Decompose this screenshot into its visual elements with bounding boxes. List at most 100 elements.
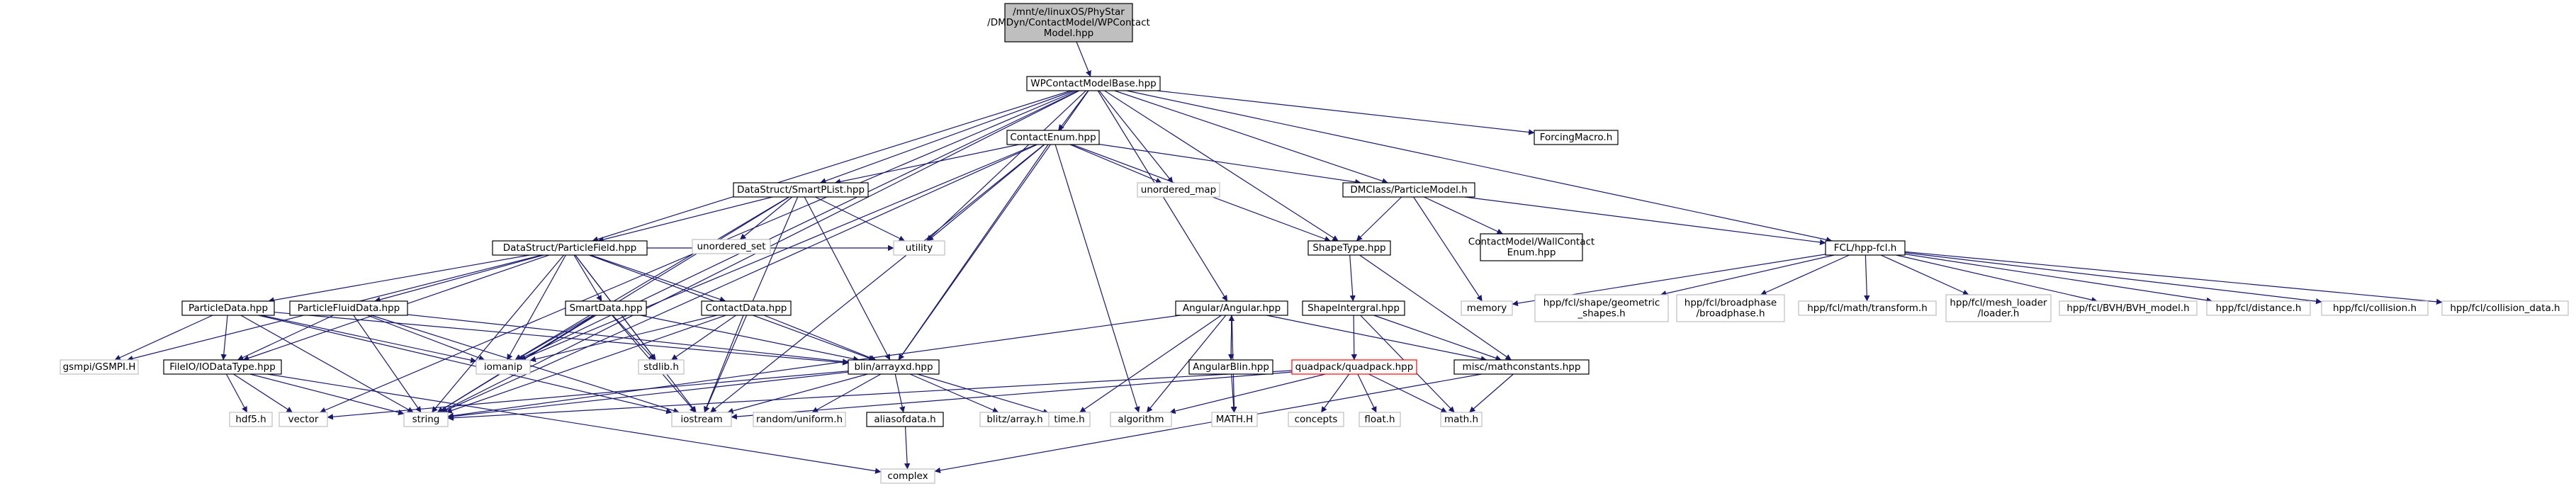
edge-smartplist-to-unordered_set: [739, 196, 793, 240]
node-contactdata[interactable]: ContactData.hpp: [701, 300, 792, 316]
edge-particlefluid-to-iomanip: [367, 315, 485, 361]
node-box-fcl_mesh: [1945, 294, 2052, 322]
node-mathconst[interactable]: misc/mathconstants.hpp: [1453, 359, 1590, 375]
node-label-forcing-line-0: ForcingMacro.h: [1540, 132, 1613, 143]
edge-blitz-to-vector: [327, 371, 849, 420]
node-root[interactable]: /mnt/e/linuxOS/PhyStar/DMDyn/ContactMode…: [987, 3, 1150, 43]
node-label-fcl_transform-line-0: hpp/fcl/math/transform.h: [1807, 303, 1928, 314]
node-particlefield[interactable]: DataStruct/ParticleField.hpp: [492, 240, 648, 256]
node-box-contactenum: [1006, 130, 1100, 145]
node-smartdata[interactable]: SmartData.hpp: [565, 300, 647, 316]
node-shapetype[interactable]: ShapeType.hpp: [1307, 240, 1391, 256]
node-contactenum[interactable]: ContactEnum.hpp: [1006, 130, 1100, 145]
node-smartplist[interactable]: DataStruct/SmartPList.hpp: [733, 182, 869, 198]
node-box-iomanip: [476, 359, 531, 375]
edge-angularblin-to-mathH: [1230, 373, 1237, 413]
node-box-unordered_set: [692, 239, 771, 254]
node-label-shapetype-line-0: ShapeType.hpp: [1312, 242, 1385, 254]
node-label-iostream-line-0: iostream: [680, 414, 722, 425]
node-blitz[interactable]: blin/arrayxd.hpp: [848, 359, 940, 375]
node-label-iomanip-line-0: iomanip: [484, 361, 522, 373]
node-memory: memory: [1461, 300, 1513, 316]
edge-fileio-to-hdf5: [225, 373, 248, 413]
node-box-aliasof: [866, 412, 944, 427]
edge-contactdata-to-stdlib: [671, 315, 736, 361]
node-label-random-line-0: random/uniform.h: [756, 414, 843, 425]
node-quadpack[interactable]: quadpack/quadpack.hpp: [1291, 359, 1417, 375]
edge-smartplist-to-particlefield: [597, 196, 773, 243]
node-box-vector: [279, 412, 328, 427]
edge-smartdata-to-blitz: [640, 315, 860, 362]
node-box-floath: [1359, 412, 1401, 427]
node-box-shapeint: [1302, 300, 1405, 316]
node-stdlib: stdlib.h: [638, 359, 685, 375]
node-angular[interactable]: Angular/Angular.hpp: [1175, 300, 1288, 316]
node-shapeint[interactable]: ShapeIntergral.hpp: [1302, 300, 1405, 316]
edge-mathconst-to-complex: [934, 373, 1482, 473]
edge-contactenum-to-utility: [927, 144, 1045, 242]
node-box-concepts: [1288, 412, 1344, 427]
node-box-fcl_shape: [1534, 294, 1669, 322]
node-box-fcl_bvh: [2059, 300, 2198, 316]
edge-shapeint-to-mathconst: [1373, 315, 1502, 361]
node-label-aliasof-line-0: aliasofdata.h: [874, 414, 935, 425]
node-fcl_collision_data: hpp/fcl/collision_data.h: [2441, 300, 2569, 316]
edge-particlemodel-to-fclhpp: [1464, 196, 1826, 246]
edge-contactenum-to-iomanip: [519, 144, 1037, 361]
node-label-fileio-line-0: FileIO/IODataType.hpp: [169, 361, 276, 373]
edge-particlefield-to-particlefluid: [374, 254, 544, 303]
node-label-stdlib-line-0: stdlib.h: [643, 361, 679, 373]
edge-fclhpp-to-fcl_distance: [1904, 254, 2213, 303]
node-label-particlefluid-line-0: ParticleFluidData.hpp: [298, 303, 400, 314]
node-label-mathH-line-0: MATH.H: [1216, 414, 1253, 425]
node-label-fcl_collision_data-line-0: hpp/fcl/collision_data.h: [2450, 303, 2560, 314]
node-angularblin[interactable]: AngularBlin.hpp: [1188, 359, 1273, 375]
node-aliasof[interactable]: aliasofdata.h: [866, 412, 944, 427]
edge-aliasof-to-complex: [904, 426, 911, 470]
edge-quadpack-to-floath: [1357, 373, 1377, 413]
node-string: string: [403, 412, 449, 427]
node-fcl_collision: hpp/fcl/collision.h: [2321, 300, 2429, 316]
edge-particledata-to-fileio: [220, 315, 228, 361]
node-forcing[interactable]: ForcingMacro.h: [1534, 130, 1619, 145]
edge-contactdata-to-string: [446, 315, 726, 414]
node-label-memory-line-0: memory: [1467, 303, 1507, 314]
edge-particlefield-to-iostream: [575, 254, 697, 413]
edge-contactdata-to-iomanip: [529, 315, 717, 363]
edge-contactenum-to-string: [441, 144, 1038, 413]
edge-quadpack-to-iostream: [731, 371, 1293, 420]
edge-fclhpp-to-fcl_collision_data: [1904, 251, 2443, 305]
node-box-angular: [1175, 300, 1288, 316]
node-label-wallcontact-line-1: Enum.hpp: [1507, 247, 1556, 259]
edge-particlefield-to-contactdata: [590, 254, 726, 303]
edge-particlemodel-to-shapetype: [1356, 196, 1402, 242]
edge-wpbase-to-iomanip: [517, 90, 1079, 361]
node-box-stdlib: [638, 359, 685, 375]
node-label-fcl_collision-line-0: hpp/fcl/collision.h: [2333, 303, 2417, 314]
edge-angularblin-to-angular: [1228, 315, 1234, 361]
edge-smartplist-to-blitz: [804, 196, 891, 361]
node-fileio[interactable]: FileIO/IODataType.hpp: [163, 359, 282, 375]
node-particledata[interactable]: ParticleData.hpp: [181, 300, 275, 316]
edge-contactenum-to-algorithm: [1054, 144, 1140, 413]
node-particlefluid[interactable]: ParticleFluidData.hpp: [289, 300, 408, 316]
node-concepts: concepts: [1288, 412, 1344, 427]
node-wpbase[interactable]: WPContactModelBase.hpp: [1026, 76, 1161, 91]
node-fclhpp[interactable]: FCL/hpp-fcl.h: [1825, 240, 1906, 256]
node-label-blitzarray-line-0: blitz/array.h: [986, 414, 1042, 425]
edge-wpbase-to-unordered_map: [1098, 90, 1174, 184]
edge-blitz-to-iostream: [727, 373, 868, 414]
node-label-complex-line-0: complex: [887, 470, 928, 482]
node-particlemodel[interactable]: DMClass/ParticleModel.h: [1342, 182, 1475, 198]
edge-fclhpp-to-fcl_bvh: [1896, 254, 2098, 303]
edge-particledata-to-blitz: [274, 312, 849, 366]
node-box-iostream: [671, 412, 732, 427]
edge-particledata-to-gsmpi: [114, 315, 213, 361]
edge-smartdata-to-iomanip: [515, 315, 594, 361]
edge-mathconst-to-mathh: [1469, 373, 1514, 413]
node-box-forcing: [1534, 130, 1619, 145]
node-label-angularblin-line-0: AngularBlin.hpp: [1193, 361, 1269, 373]
edge-particledata-to-string: [240, 315, 414, 413]
edge-particlefield-to-particledata: [268, 254, 530, 303]
